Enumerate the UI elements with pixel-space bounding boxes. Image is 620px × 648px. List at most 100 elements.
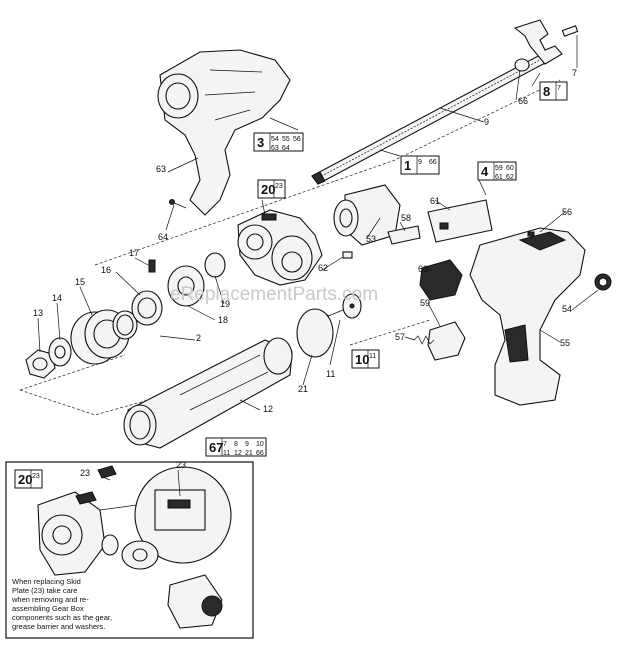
- housing-right-55: [469, 227, 586, 406]
- kit-number: 4: [481, 164, 489, 179]
- oring-21: [296, 308, 334, 358]
- part-label-p61: 61: [430, 196, 440, 206]
- part-label-p64: 64: [158, 232, 168, 242]
- inset-note-line: components such as the gear,: [12, 613, 112, 622]
- nut-13: [25, 349, 56, 379]
- kit-box-frame: [539, 81, 568, 101]
- part-label-p66: 66: [518, 96, 528, 106]
- kit-subpart: 61: [495, 174, 503, 181]
- kit-box-frame: [477, 161, 517, 181]
- disc-10: [342, 293, 362, 319]
- leader-lines: [37, 35, 599, 411]
- part-label-p19: 19: [220, 299, 230, 309]
- part-label-p12: 12: [263, 404, 273, 414]
- inset-note-line: When replacing Skid: [12, 577, 81, 586]
- kit-number: 20: [261, 182, 275, 197]
- kit-subpart: 66: [256, 450, 264, 457]
- switch-59: [427, 321, 466, 361]
- part-56-shape: [527, 231, 535, 237]
- kit-number: 20: [18, 472, 32, 487]
- inset-note-line: assembling Gear Box: [12, 604, 84, 613]
- ring-2: [112, 310, 138, 340]
- kit-subpart: 55: [282, 136, 290, 143]
- kit-box-frame: [400, 155, 440, 175]
- part-label-p23a: 23: [80, 468, 90, 478]
- kit-subpart: 23: [275, 183, 283, 190]
- part-62-shape: [342, 251, 353, 259]
- coupling-19: [204, 252, 226, 278]
- screw-64: [169, 199, 187, 209]
- kit-box-frame: [14, 469, 43, 489]
- washer-14: [48, 337, 72, 367]
- kit-subpart: 64: [282, 145, 290, 152]
- part-label-p18: 18: [218, 315, 228, 325]
- part-label-p14: 14: [52, 293, 62, 303]
- kit-box-frame: [257, 179, 286, 199]
- kit-subpart: 21: [245, 450, 253, 457]
- kit-box-frame: [351, 349, 380, 369]
- part-label-p23b: 23: [176, 460, 186, 470]
- rack-sleeve-66: [514, 58, 530, 72]
- kit-box-frame: [253, 132, 304, 152]
- kit-subpart: 8: [234, 441, 238, 448]
- part-label-p54: 54: [562, 304, 572, 314]
- knob-54: [594, 273, 612, 291]
- barrel-12: [123, 337, 293, 449]
- kit-subpart: 9: [245, 441, 249, 448]
- kit-number: 3: [257, 135, 264, 150]
- kit-subpart: 54: [271, 136, 279, 143]
- inset-note-line: when removing and re-: [11, 595, 89, 604]
- part-label-p59: 59: [420, 298, 430, 308]
- gear-18: [167, 265, 205, 307]
- kit-subpart: 7: [557, 85, 561, 92]
- kit-number: 8: [543, 84, 550, 99]
- kit-subpart: 66: [429, 159, 437, 166]
- pcb-61: [427, 199, 493, 243]
- part-label-p2: 2: [196, 333, 201, 343]
- contact-58: [387, 225, 421, 245]
- kit-subpart: 56: [293, 136, 301, 143]
- rack-handle-8: [513, 19, 579, 65]
- part-label-p58: 58: [401, 213, 411, 223]
- inset-note-line: grease barrier and washers.: [12, 622, 105, 631]
- kit-box-frame: [205, 437, 267, 457]
- kit-subpart: 23: [32, 473, 40, 480]
- spring-57: [413, 335, 435, 345]
- enclosure-line: [349, 319, 431, 346]
- kit-number: 67: [209, 440, 223, 455]
- watermark: eReplacementParts.com: [170, 284, 378, 305]
- part-label-p53: 53: [366, 234, 376, 244]
- kit-number: 1: [404, 158, 411, 173]
- part-label-p63: 63: [156, 164, 166, 174]
- kit-subpart: 62: [506, 174, 514, 181]
- part-label-p16: 16: [101, 265, 111, 275]
- kit-number: 10: [355, 352, 369, 367]
- kit-subpart: 11: [223, 450, 230, 457]
- kit-subpart: 10: [256, 441, 264, 448]
- bearing-16: [131, 290, 163, 326]
- part-label-p57: 57: [395, 332, 405, 342]
- screw-17: [148, 259, 156, 273]
- part-label-p7: 7: [572, 68, 577, 78]
- part-label-p17: 17: [129, 248, 139, 258]
- kit-subpart: 11: [369, 353, 376, 360]
- enclosure-line: [94, 79, 561, 266]
- part-label-p11: 11: [326, 369, 335, 379]
- part-label-p13: 13: [33, 308, 43, 318]
- part-label-p62: 62: [318, 263, 328, 273]
- gearbox-20: [237, 209, 323, 286]
- kit-subpart: 63: [271, 145, 279, 152]
- part-label-p21: 21: [298, 384, 308, 394]
- part-label-p9: 9: [484, 117, 489, 127]
- housing-left-63: [157, 49, 291, 216]
